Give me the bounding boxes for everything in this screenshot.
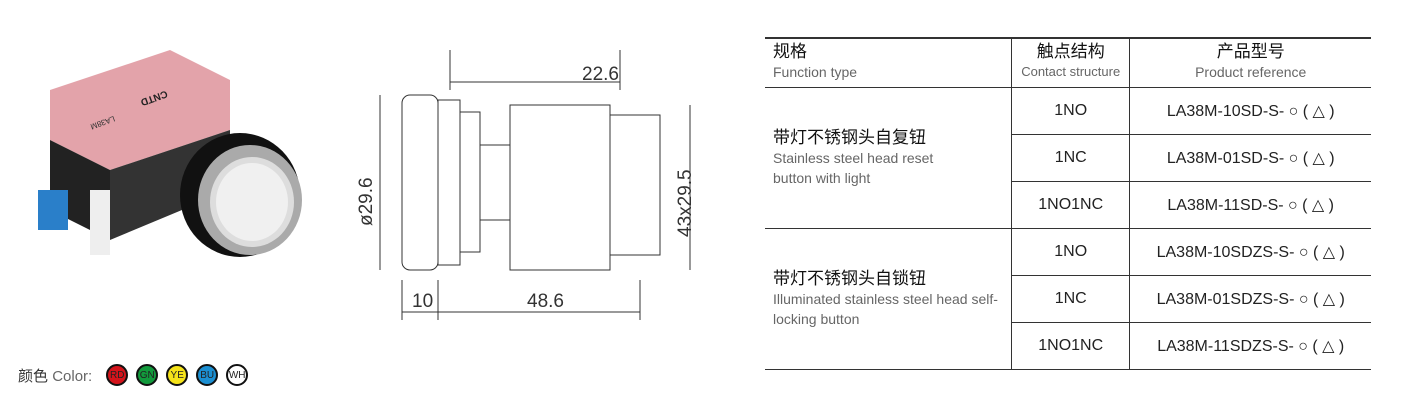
color-dot-blue: BU	[196, 364, 219, 386]
reference-cell: LA38M-10SD-S- ○ ( △ )	[1129, 87, 1371, 135]
table-row: 1NO1NC LA38M-11SD-S- ○ ( △ )	[765, 181, 1371, 229]
reference-cell: LA38M-01SDZS-S- ○ ( △ )	[1129, 275, 1371, 323]
color-dot-green: GN	[136, 364, 159, 386]
color-dot-white: WH	[226, 364, 249, 386]
contact-cell: 1NO1NC	[1010, 181, 1131, 229]
reference-cell: LA38M-11SD-S- ○ ( △ )	[1129, 181, 1371, 229]
color-legend: 颜色 Color: RD GN YE BU WH	[18, 364, 249, 386]
color-dot-red: RD	[106, 364, 129, 386]
contact-cell: 1NC	[1010, 134, 1131, 182]
reference-cell: LA38M-11SDZS-S- ○ ( △ )	[1129, 322, 1371, 370]
table-row: 1NC LA38M-01SD-S- ○ ( △ )	[765, 134, 1371, 182]
dim-height: 43x29.5	[675, 169, 696, 237]
contact-cell: 1NO	[1010, 87, 1131, 135]
table-row: 1NO1NC LA38M-11SDZS-S- ○ ( △ )	[765, 322, 1371, 370]
dim-diameter: ø29.6	[356, 177, 377, 226]
product-photo	[38, 50, 302, 257]
dim-top: 22.6	[582, 64, 619, 85]
table-row: 1NC LA38M-01SDZS-S- ○ ( △ )	[765, 275, 1371, 323]
dimension-drawing	[379, 50, 691, 320]
color-label: 颜色 Color:	[18, 367, 93, 385]
dim-length: 48.6	[527, 291, 564, 312]
contact-cell: 1NC	[1010, 275, 1131, 323]
contact-cell: 1NO1NC	[1010, 322, 1131, 370]
color-dot-yellow: YE	[166, 364, 189, 386]
dim-head: 10	[412, 291, 434, 312]
reference-cell: LA38M-10SDZS-S- ○ ( △ )	[1129, 228, 1371, 276]
reference-cell: LA38M-01SD-S- ○ ( △ )	[1129, 134, 1371, 182]
contact-cell: 1NO	[1010, 228, 1131, 276]
